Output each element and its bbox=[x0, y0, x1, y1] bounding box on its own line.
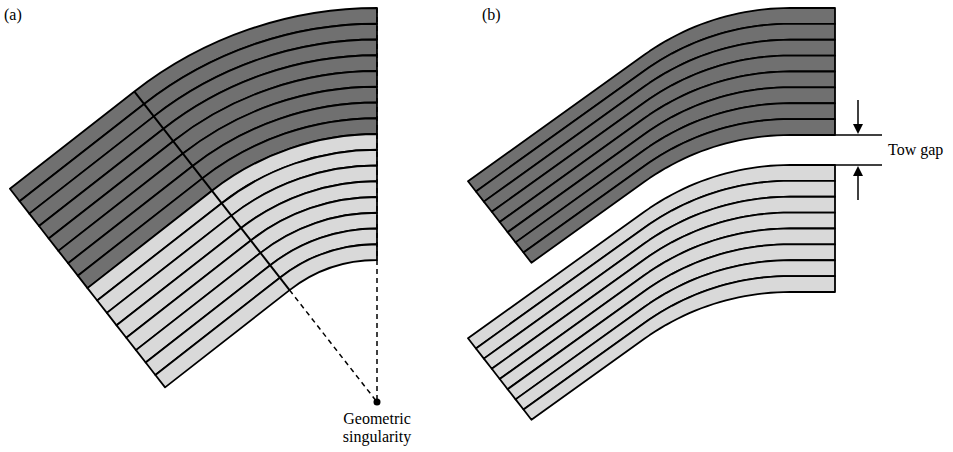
dimension-line bbox=[835, 134, 882, 136]
panel-label: (b) bbox=[482, 6, 501, 24]
radial-dashed-line bbox=[290, 290, 377, 402]
panel-a-drawing bbox=[10, 8, 381, 406]
singularity-point bbox=[374, 399, 381, 406]
panel-label: (a) bbox=[4, 6, 22, 24]
tow-strip bbox=[155, 244, 377, 387]
arrow-head bbox=[853, 166, 863, 176]
dimension-line bbox=[835, 164, 882, 166]
panel-b-drawing bbox=[468, 8, 835, 420]
radial-line bbox=[134, 92, 289, 291]
tow-strip bbox=[524, 276, 835, 420]
dimension-arrow bbox=[857, 173, 859, 200]
vertical-dashed-line bbox=[376, 8, 378, 402]
dimension-label: Tow gap bbox=[888, 141, 943, 159]
tow-gap-dimension bbox=[835, 100, 882, 200]
annotation-label: Geometric singularity bbox=[327, 410, 427, 445]
arrow-head bbox=[853, 124, 863, 134]
dimension-arrow bbox=[857, 100, 859, 127]
